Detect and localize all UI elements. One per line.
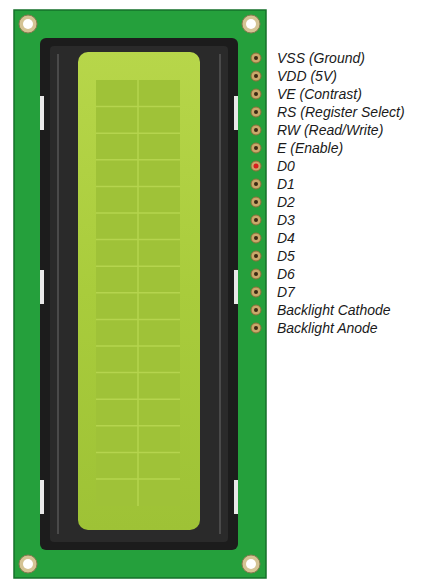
pin-label: D1 — [277, 175, 295, 193]
pin-label: VDD (5V) — [277, 67, 337, 85]
pcb-board — [14, 10, 266, 578]
pin-label: D6 — [277, 265, 295, 283]
lcd-glass — [78, 52, 200, 530]
pin-label: RS (Register Select) — [277, 103, 405, 121]
display-bezel — [40, 38, 238, 550]
character-cells — [96, 80, 180, 506]
pin-label: D5 — [277, 247, 295, 265]
pin-label: D7 — [277, 283, 295, 301]
bezel-edge — [219, 54, 221, 534]
pin-label: D3 — [277, 211, 295, 229]
highlighted-pin — [254, 164, 259, 169]
pin-label: VE (Contrast) — [277, 85, 362, 103]
mounting-holes — [19, 15, 260, 573]
pin-label: D2 — [277, 193, 295, 211]
bezel-inner — [50, 46, 228, 542]
pin-label: D0 — [277, 157, 295, 175]
pin-label: Backlight Cathode — [277, 301, 391, 319]
pin-label: RW (Read/Write) — [277, 121, 383, 139]
pin-label: D4 — [277, 229, 295, 247]
header-pins — [251, 53, 261, 333]
pin-label: E (Enable) — [277, 139, 343, 157]
pin-label: Backlight Anode — [277, 319, 378, 337]
pin-label: VSS (Ground) — [277, 49, 365, 67]
bezel-edge — [57, 54, 59, 534]
